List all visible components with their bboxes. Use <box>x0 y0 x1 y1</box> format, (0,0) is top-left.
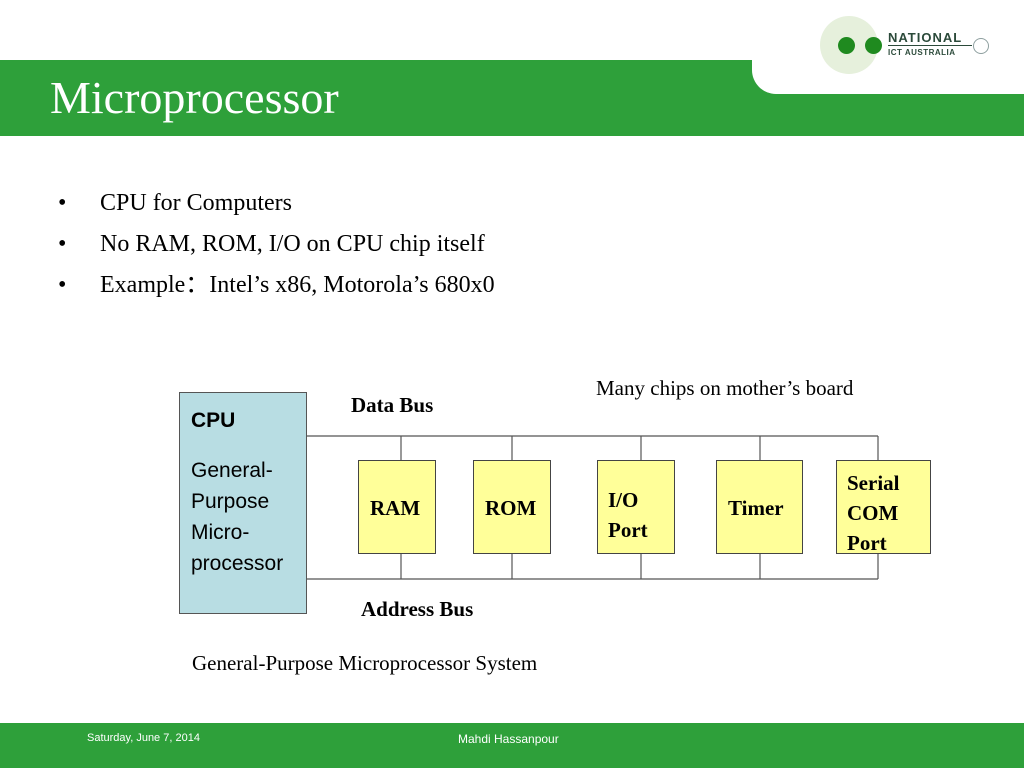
chip-rom: ROM <box>473 460 551 554</box>
chip-label: Timer <box>728 496 784 520</box>
data-bus-label: Data Bus <box>351 393 434 417</box>
chip-io-port: I/O Port <box>597 460 675 554</box>
address-bus-label: Address Bus <box>361 597 474 621</box>
diagram-note: Many chips on mother’s board <box>596 376 854 400</box>
logo-dot-icon <box>838 37 855 54</box>
chip-label: RAM <box>370 496 421 520</box>
cpu-title: CPU <box>191 409 236 432</box>
chip-ram: RAM <box>358 460 436 554</box>
bullet-text: Example：Intel’s x86, Motorola’s 680x0 <box>100 272 495 298</box>
chip-serial-com-port: Serial COM Port <box>836 460 931 555</box>
diagram-caption: General-Purpose Microprocessor System <box>192 651 538 675</box>
bullet-text: CPU for Computers <box>100 190 292 216</box>
bullet-marker: • <box>58 231 67 257</box>
cpu-block: CPU General- Purpose Micro- processor <box>179 392 307 614</box>
logo-divider <box>888 45 972 46</box>
footer-date: Saturday, June 7, 2014 <box>87 732 200 744</box>
slide-title: Microprocessor <box>50 72 339 123</box>
header-notch <box>752 56 1024 94</box>
chip-timer: Timer <box>716 460 803 554</box>
bullet-marker: • <box>58 272 67 298</box>
logo-text-ict-australia: ICT AUSTRALIA <box>888 48 956 57</box>
chip-label: ROM <box>485 496 537 520</box>
chip-label: I/O Port <box>608 488 648 542</box>
logo-dot-icon <box>865 37 882 54</box>
logo-ring-icon <box>973 38 989 54</box>
logo-text-national: NATIONAL <box>888 30 963 45</box>
nicta-logo: NATIONAL ICT AUSTRALIA <box>818 16 998 76</box>
footer-band <box>0 723 1024 768</box>
chip-label: Serial COM Port <box>847 471 900 555</box>
footer-author: Mahdi Hassanpour <box>458 732 559 746</box>
cpu-description: General- Purpose Micro- processor <box>191 459 284 575</box>
bullet-marker: • <box>58 190 67 216</box>
bullet-text: No RAM, ROM, I/O on CPU chip itself <box>100 231 485 257</box>
